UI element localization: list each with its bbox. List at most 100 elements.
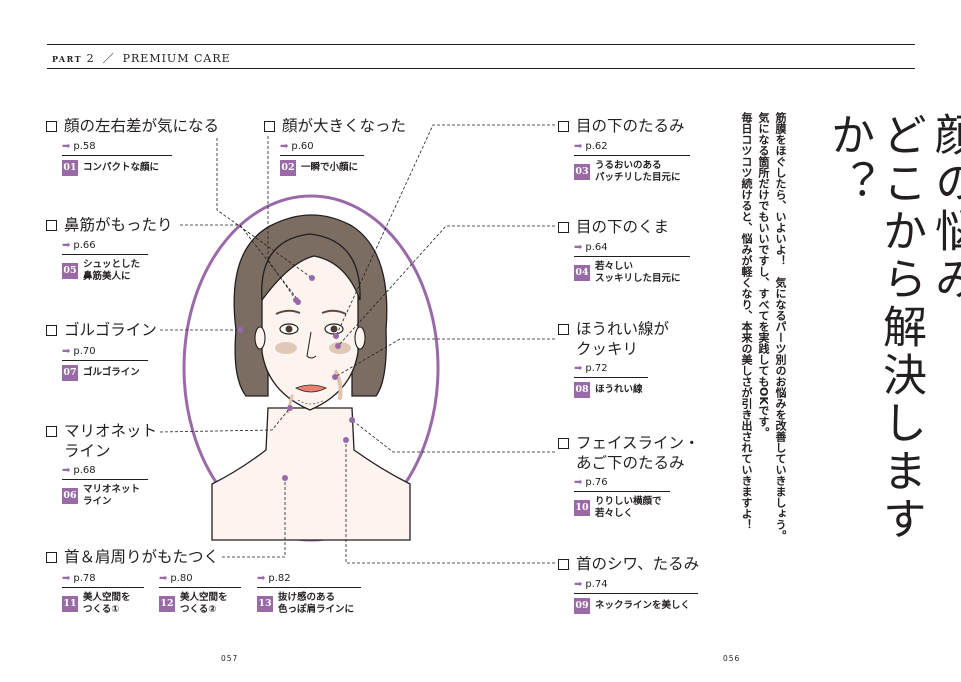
intro-line-2: 気になる箇所だけでもいいですし、すべてを実践してもOKです。 [757,112,770,438]
concern-neck-shoulders: 首＆肩周りがもたつく [46,547,219,567]
exercise-label: シュッとした 鼻筋美人に [83,259,141,282]
page-ref-text: p.80 [170,573,193,584]
hair-bangs [261,233,361,302]
concern-marionette-line: マリオネット ライン [46,421,157,461]
arrow-right-icon: ➡ [280,141,289,152]
concern-title: 目の下のたるみ [576,117,685,135]
page-ref-text: p.72 [585,363,608,374]
page-ref-text: p.66 [73,240,96,251]
page-ref: ➡p.74 [574,579,608,590]
exercise-label: りりしい横顔で 若々しく [595,496,662,519]
concern-title: 首＆肩周りがもたつく [64,548,220,566]
exercise-label: ゴルゴライン [83,367,140,378]
checkbox-icon [558,559,569,570]
exercise-number: 09 [574,598,590,614]
exercise-label: マリオネット ライン [83,484,141,507]
checkbox-icon [46,325,57,336]
checkbox-icon [558,324,569,335]
checkbox-icon [46,220,57,231]
page-ref-text: p.70 [73,346,96,357]
exercise-label: 美人空間を つくる① [83,592,131,615]
concern-title: 首のシワ、たるみ [576,555,700,573]
exercise-number: 07 [62,365,78,381]
neck-shoulders [211,407,411,541]
page-ref-text: p.68 [73,465,96,476]
checkbox-icon [46,121,57,132]
arrow-right-icon: ➡ [257,573,266,584]
concern-title: ゴルゴライン [64,321,157,339]
page-ref: ➡p.76 [574,477,608,488]
page-ref: ➡p.72 [574,363,608,374]
arrow-right-icon: ➡ [62,141,71,152]
exercise-tag: 01 コンパクトな顔に [62,155,172,176]
concern-title: 顔が大きくなった [282,117,407,135]
exercise-label: うるおいのある パッチリした目元に [595,160,681,183]
page-ref-text: p.60 [291,141,314,152]
exercise-tag: 07 ゴルゴライン [62,360,148,381]
exercise-tag: 09 ネックラインを美しく [574,593,698,614]
page-ref: ➡p.70 [62,346,96,357]
concern-face-larger: 顔が大きくなった [264,116,406,136]
part-label: PART [52,54,83,64]
exercise-label: ほうれい線 [595,384,643,395]
checkbox-icon [46,426,57,437]
exercise-number: 11 [62,596,78,612]
concern-dark-circles: 目の下のくま [558,217,669,237]
title-line-2: どこから解決しますか？ [823,112,926,544]
page-ref: ➡p.82 [257,573,291,584]
title-line-1: 顔の悩み、 [927,112,961,352]
header-rule-bottom [47,68,915,69]
checkbox-icon [46,552,57,563]
exercise-label: 一瞬で小顔に [301,162,359,173]
exercise-label: コンパクトな顔に [83,162,160,173]
concern-neck-wrinkles: 首のシワ、たるみ [558,554,699,574]
header-rule-top [47,44,915,45]
exercise-number: 05 [62,263,78,279]
page-ref-text: p.82 [268,573,291,584]
exercise-number: 02 [280,160,296,176]
page-ref: ➡p.64 [574,242,608,253]
exercise-tag: 04 若々しい スッキリした目元に [574,256,690,285]
page-number-left: 057 [221,654,239,663]
page-ref-text: p.58 [73,141,96,152]
checkbox-icon [264,121,275,132]
checkbox-icon [558,222,569,233]
page-ref-text: p.74 [585,579,608,590]
header-slash: ／ [102,52,115,65]
exercise-number: 03 [574,164,590,180]
arrow-right-icon: ➡ [62,346,71,357]
exercise-number: 01 [62,160,78,176]
checkbox-icon [558,438,569,449]
exercise-tag: 03 うるおいのある パッチリした目元に [574,155,690,184]
arrow-right-icon: ➡ [62,465,71,476]
page-ref-text: p.78 [73,573,96,584]
page-ref-text: p.64 [585,242,608,253]
exercise-label: ネックラインを美しく [595,600,691,611]
exercise-number: 13 [257,596,273,612]
page-ref: ➡p.62 [574,141,608,152]
concern-golgo-line: ゴルゴライン [46,320,157,340]
exercise-tag: 06 マリオネット ライン [62,479,148,508]
exercise-number: 06 [62,488,78,504]
page-ref-text: p.62 [585,141,608,152]
arrow-right-icon: ➡ [574,579,583,590]
arrow-right-icon: ➡ [62,573,71,584]
exercise-label: 若々しい スッキリした目元に [595,261,681,284]
exercise-label: 美人空間を つくる② [180,592,228,615]
exercise-label: 抜け感のある 色っぽ肩ラインに [278,592,355,615]
exercise-number: 04 [574,265,590,281]
page-ref: ➡p.78 [62,573,96,584]
concern-nasolabial-folds: ほうれい線が クッキリ [558,319,669,359]
concern-under-eye-sagging: 目の下のたるみ [558,116,685,136]
part-number: 2 [86,52,95,65]
checkbox-icon [558,121,569,132]
intro-line-1: 筋膜をほぐしたら、いよいよ！ 気になるパーツ別のお悩みを改善していきましょう。 [774,112,787,541]
page-ref: ➡p.68 [62,465,96,476]
exercise-tag: 11 美人空間を つくる① [62,587,144,616]
concern-title: ほうれい線が クッキリ [576,320,670,358]
concern-title: フェイスライン・ あご下のたるみ [576,434,700,472]
arrow-right-icon: ➡ [574,242,583,253]
